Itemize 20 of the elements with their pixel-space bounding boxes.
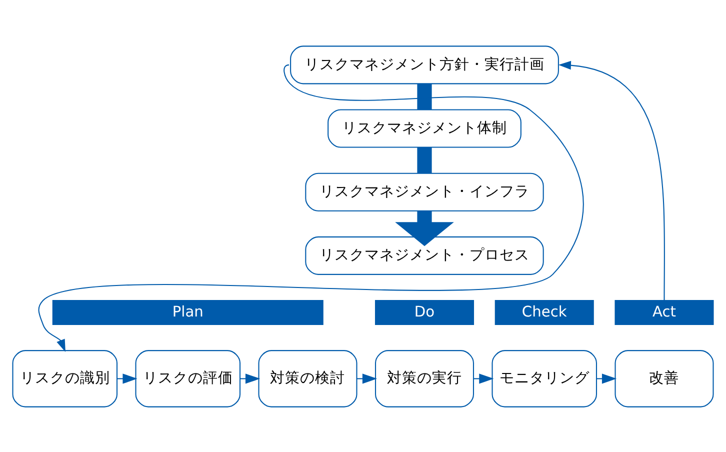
node-box: Act — [614, 300, 714, 324]
node-box: Plan — [52, 300, 324, 324]
node-box: Do — [375, 300, 474, 324]
node-box: リスクの識別 — [12, 350, 118, 407]
connector — [417, 83, 432, 110]
arrow — [395, 210, 454, 246]
node-box: リスクマネジメント・インフラ — [305, 172, 544, 211]
arrow — [558, 60, 665, 300]
node-box: リスクの評価 — [135, 350, 241, 407]
node-box: モニタリング — [492, 350, 597, 407]
node-box: リスクマネジメント・プロセス — [305, 236, 544, 274]
node-box: 改善 — [614, 350, 714, 407]
node-box: リスクマネジメント体制 — [328, 108, 522, 148]
connector — [417, 146, 432, 173]
arrow — [357, 373, 378, 384]
node-box: リスクマネジメント方針・実行計画 — [290, 45, 559, 84]
node-box: 対策の実行 — [375, 350, 474, 407]
node-box: 対策の検討 — [258, 350, 358, 407]
node-box: Check — [494, 300, 594, 324]
arrow — [474, 373, 494, 384]
